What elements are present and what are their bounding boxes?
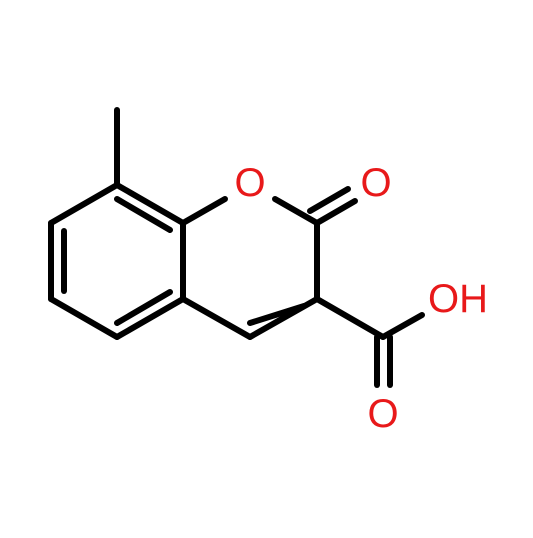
carbonyl-oxygen-label: O [360, 161, 391, 205]
bond-c8a-o1 [180, 196, 228, 226]
carbonyl-bond-a [314, 198, 358, 226]
aromatic-inner-bond-3 [114, 289, 173, 326]
aromatic-inner-bond-1 [114, 196, 173, 233]
bond-c5-c6 [48, 296, 120, 340]
bond-o1-c2 [272, 196, 320, 226]
bond-c3-cooh [314, 296, 386, 340]
double-bond-c3-c4-inner [247, 303, 307, 326]
bond-c7-c8 [48, 182, 120, 226]
hydroxyl-label: OH [428, 277, 488, 321]
acid-carbonyl-oxygen-label: O [367, 392, 398, 436]
atom-labels: O O OH O [234, 161, 488, 436]
bond-group [48, 107, 425, 388]
carbonyl-bond-b [307, 186, 351, 214]
bond-cooh-oh [380, 312, 425, 340]
bond-c4a-c5 [114, 296, 186, 340]
bond-c4-c4a [180, 296, 253, 340]
bond-c8-c8a [114, 182, 186, 226]
ring-oxygen-label: O [234, 161, 265, 205]
